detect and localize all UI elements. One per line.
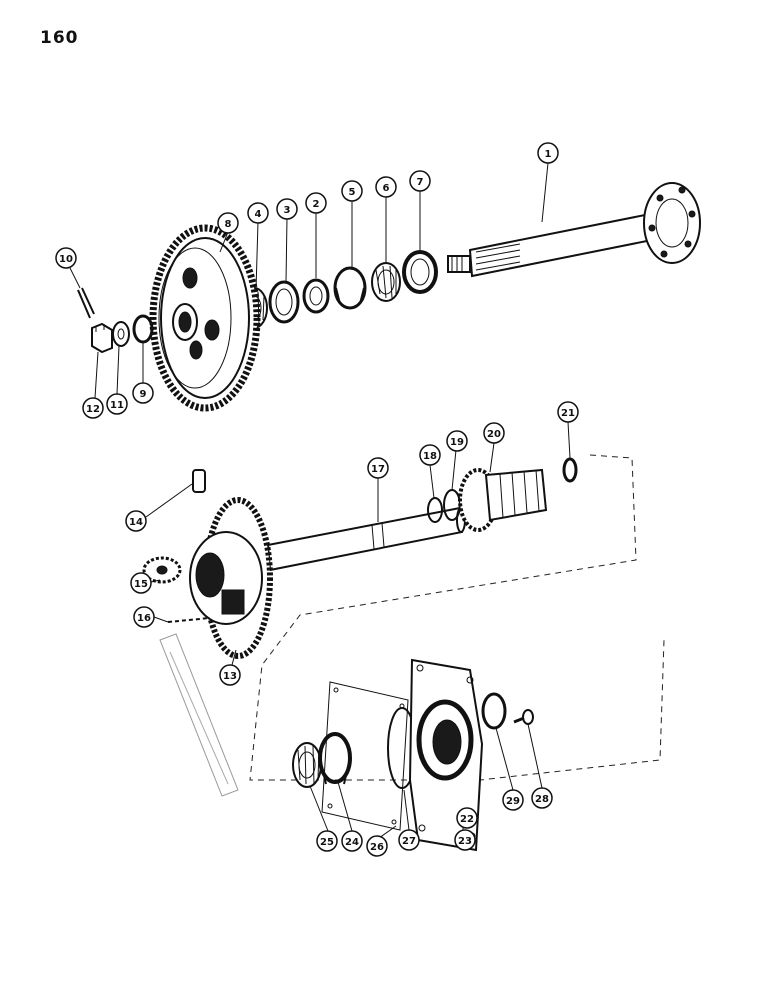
- axle-shaft: [447, 182, 701, 278]
- callout-13: 13: [219, 664, 241, 686]
- callout-15-label: 15: [134, 579, 148, 590]
- callout-2: 2: [305, 192, 327, 214]
- bearing-cone-6: [371, 262, 401, 302]
- callout-17-label: 17: [371, 464, 385, 475]
- cross-shaft-17: [266, 506, 466, 572]
- callout-16-label: 16: [137, 613, 151, 624]
- callout-leaders: [69, 162, 571, 843]
- bearing-cup-5: [333, 266, 367, 310]
- callout-4: 4: [247, 202, 269, 224]
- seal-7: [402, 250, 438, 294]
- callout-25-label: 25: [320, 837, 334, 848]
- callout-20-label: 20: [487, 429, 501, 440]
- callout-23: 23: [454, 829, 476, 851]
- callout-15: 15: [130, 572, 152, 594]
- callout-28: 28: [531, 787, 553, 809]
- callout-28-label: 28: [535, 794, 549, 805]
- callout-26: 26: [366, 835, 388, 857]
- pin-16: [167, 617, 211, 623]
- callout-27: 27: [398, 829, 420, 851]
- callout-18: 18: [419, 444, 441, 466]
- callout-3: 3: [276, 198, 298, 220]
- bearing-cup-3: [268, 280, 300, 324]
- callout-20: 20: [483, 422, 505, 444]
- castle-nut-12: [91, 322, 113, 354]
- callout-22: 22: [456, 807, 478, 829]
- callout-1-label: 1: [545, 149, 552, 160]
- cotter-pin-10: [77, 287, 95, 319]
- gasket-26: [321, 681, 409, 831]
- callout-10: 10: [55, 247, 77, 269]
- ring-gear-13: [189, 497, 273, 659]
- callout-17: 17: [367, 457, 389, 479]
- callout-11-label: 11: [110, 400, 124, 411]
- washer-9: [132, 314, 154, 344]
- callout-14: 14: [125, 510, 147, 532]
- callout-6-label: 6: [383, 183, 390, 194]
- callout-7-label: 7: [417, 177, 424, 188]
- callout-12-label: 12: [86, 404, 100, 415]
- callout-14-label: 14: [129, 517, 143, 528]
- callout-21-label: 21: [561, 408, 575, 419]
- callout-12: 12: [82, 397, 104, 419]
- bearing-cone-25: [292, 742, 322, 788]
- pin-14: [192, 469, 206, 493]
- snap-ring-21: [562, 457, 578, 483]
- callout-5-label: 5: [349, 187, 356, 198]
- bearing-cup-24: [318, 732, 352, 785]
- callout-19-label: 19: [450, 437, 464, 448]
- callout-16: 16: [133, 606, 155, 628]
- spacer-2: [302, 278, 330, 314]
- callout-9: 9: [132, 382, 154, 404]
- spider-gear-15: [142, 556, 182, 584]
- callout-10-label: 10: [59, 254, 73, 265]
- callout-11: 11: [106, 393, 128, 415]
- callout-4-label: 4: [255, 209, 262, 220]
- callout-19: 19: [446, 430, 468, 452]
- callout-29-label: 29: [506, 796, 520, 807]
- callout-1: 1: [537, 142, 559, 164]
- callout-7: 7: [409, 170, 431, 192]
- callout-21: 21: [557, 401, 579, 423]
- callout-9-label: 9: [140, 389, 147, 400]
- bolt-28: [513, 709, 534, 725]
- callout-27-label: 27: [402, 836, 416, 847]
- callout-18-label: 18: [423, 451, 437, 462]
- seal-29: [481, 692, 507, 730]
- callout-8-label: 8: [225, 219, 232, 230]
- callout-26-label: 26: [370, 842, 384, 853]
- callout-3-label: 3: [284, 205, 291, 216]
- washer-11: [112, 321, 130, 347]
- callout-23-label: 23: [458, 836, 472, 847]
- assembly-dashed-outline: [249, 454, 665, 781]
- bevel-pinion-20: [458, 468, 548, 532]
- callout-13-label: 13: [223, 671, 237, 682]
- callout-2-label: 2: [313, 199, 320, 210]
- callout-25: 25: [316, 830, 338, 852]
- lever-ghost: [159, 633, 239, 797]
- callout-29: 29: [502, 789, 524, 811]
- callout-6: 6: [375, 176, 397, 198]
- callout-24: 24: [341, 830, 363, 852]
- page-number: 160: [40, 28, 79, 48]
- callout-5: 5: [341, 180, 363, 202]
- bull-gear-8: [149, 224, 261, 412]
- bearing-housing-22: [408, 658, 484, 852]
- callout-8: 8: [217, 212, 239, 234]
- washer-18: [427, 497, 443, 523]
- callout-22-label: 22: [460, 814, 474, 825]
- callout-24-label: 24: [345, 837, 359, 848]
